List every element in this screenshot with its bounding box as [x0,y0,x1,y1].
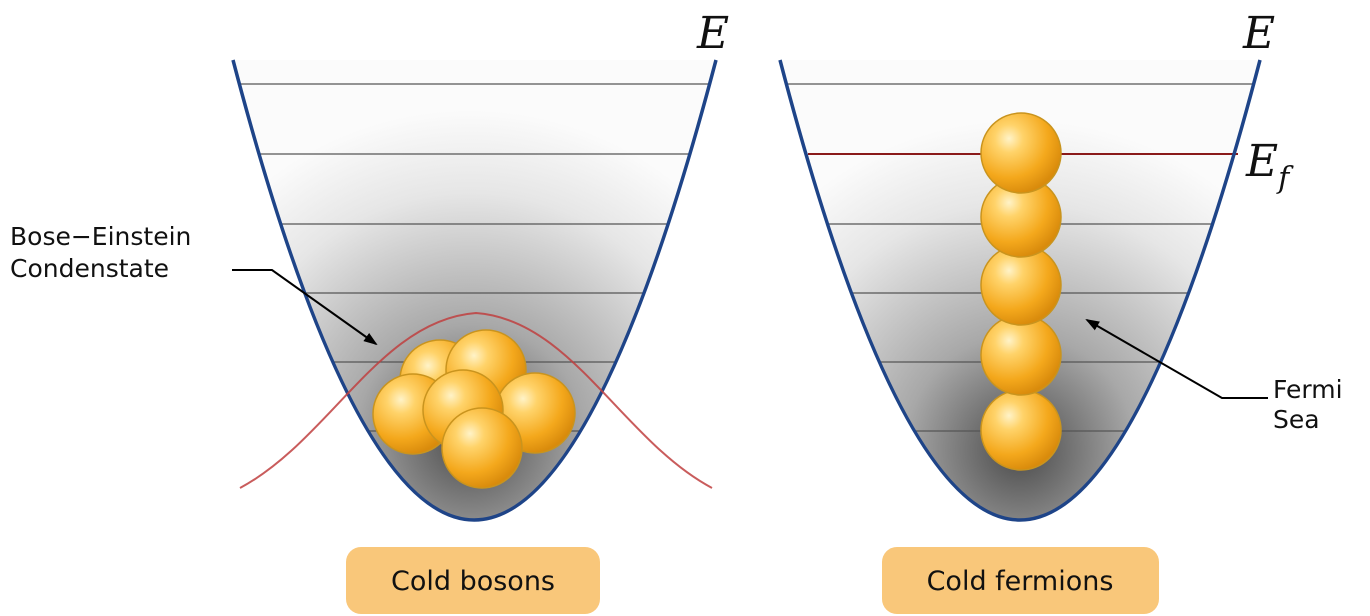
fermion-particle [980,314,1062,396]
fermion-particle [980,112,1062,194]
boson-particle [441,407,523,489]
bec-label-line1: Bose−Einstein [10,222,191,251]
fermi-level-label-main: E [1245,136,1278,187]
fermi-sea-label-line2: Sea [1273,405,1320,434]
bec-label-line2: Condenstate [10,254,169,283]
cold-fermions-badge: Cold fermions [882,547,1159,614]
fermion-particles [980,112,1062,471]
condensate-density-curve [239,311,713,489]
boson-particles [372,329,576,489]
badge-background [882,547,1159,614]
badge-background [346,547,600,614]
badge-label: Cold bosons [391,566,555,597]
badge-label: Cold fermions [927,566,1114,597]
boson-energy-axis-label: E [696,8,729,59]
bec-pointer-arrow [232,269,378,346]
cold-bosons-badge: Cold bosons [346,547,600,614]
fermi-sea-label-line1: Fermi [1273,375,1343,404]
fermi-level-label-subscript: f [1276,161,1294,196]
fermi-sea-pointer-arrow [1085,318,1268,399]
fermi-level-label: Ef [1245,136,1294,196]
fermion-well-outline [778,59,1262,522]
fermion-particle [980,389,1062,471]
fermion-energy-axis-label: E [1242,8,1275,59]
